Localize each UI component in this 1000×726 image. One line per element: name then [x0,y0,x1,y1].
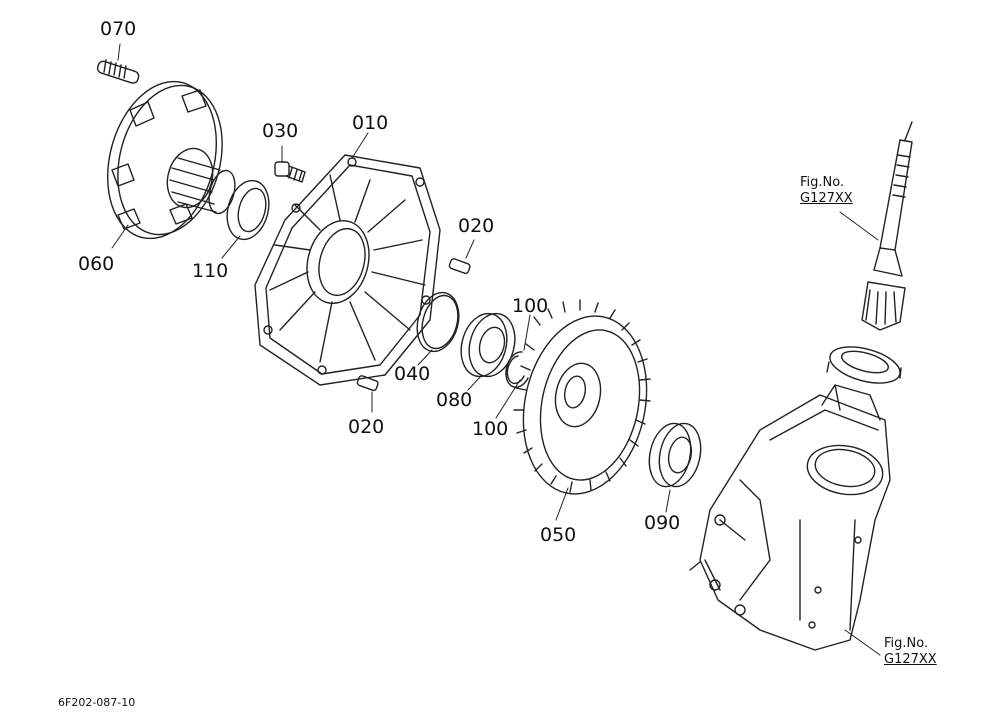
part-label-040: 040 [394,363,431,385]
fig-ref-prefix: Fig.No. [884,636,929,651]
part-label-020-lower: 020 [348,416,385,438]
dowel-pin-020-lower [357,375,379,391]
fig-ref-prefix: Fig.No. [800,175,845,190]
bearing-080 [454,308,521,381]
fig-ref-housing: Fig.No. G127XX [884,636,937,669]
part-label-100-lower: 100 [472,418,509,440]
part-label-100-upper: 100 [512,295,549,317]
pinion-shaft [826,122,912,390]
part-label-070: 070 [100,18,137,40]
part-label-050: 050 [540,524,577,546]
fig-ref-number: G127XX [884,652,937,668]
bolt-030 [275,162,305,182]
part-label-030: 030 [262,120,299,142]
drawing-code: 6F202-087-10 [58,696,136,709]
leader-lines [112,44,880,655]
snap-ring-100 [506,352,528,387]
bevel-gear-050 [508,300,663,506]
fig-ref-shaft: Fig.No. G127XX [800,175,853,208]
cover-010 [255,155,440,385]
part-label-110: 110 [192,260,229,282]
bearing-090 [644,420,706,491]
part-label-090: 090 [644,512,681,534]
flange-060 [91,69,239,250]
oil-seal-110 [221,176,275,244]
part-label-020-upper: 020 [458,215,495,237]
o-ring-040 [411,288,465,356]
dowel-pin-020-upper [449,258,471,274]
stud-bolt-070 [96,60,140,84]
part-label-010: 010 [352,112,389,134]
part-label-080: 080 [436,389,473,411]
gear-housing [690,385,890,650]
part-label-060: 060 [78,253,115,275]
fig-ref-number: G127XX [800,191,853,207]
